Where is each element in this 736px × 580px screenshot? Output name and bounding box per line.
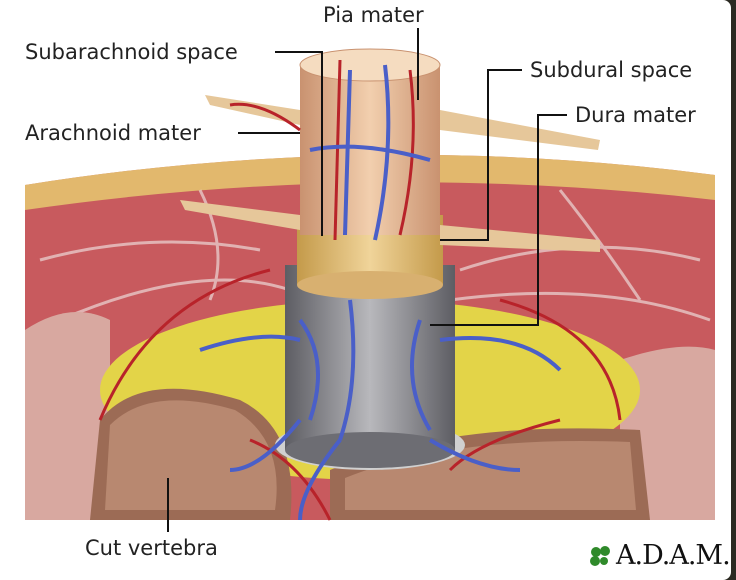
adam-logo: A.D.A.M. [588,540,731,571]
label-subdural-space: Subdural space [530,58,693,82]
label-subarachnoid-space: Subarachnoid space [25,40,238,64]
label-cut-vertebra: Cut vertebra [85,536,218,560]
label-pia-mater: Pia mater [323,3,424,27]
label-dura-mater: Dura mater [575,103,696,127]
logo-text: A.D.A.M. [616,540,731,571]
leaf-icon [590,545,610,566]
spinal-cord [300,65,440,235]
label-arachnoid-mater: Arachnoid mater [25,121,201,145]
leader-lines [167,28,567,532]
